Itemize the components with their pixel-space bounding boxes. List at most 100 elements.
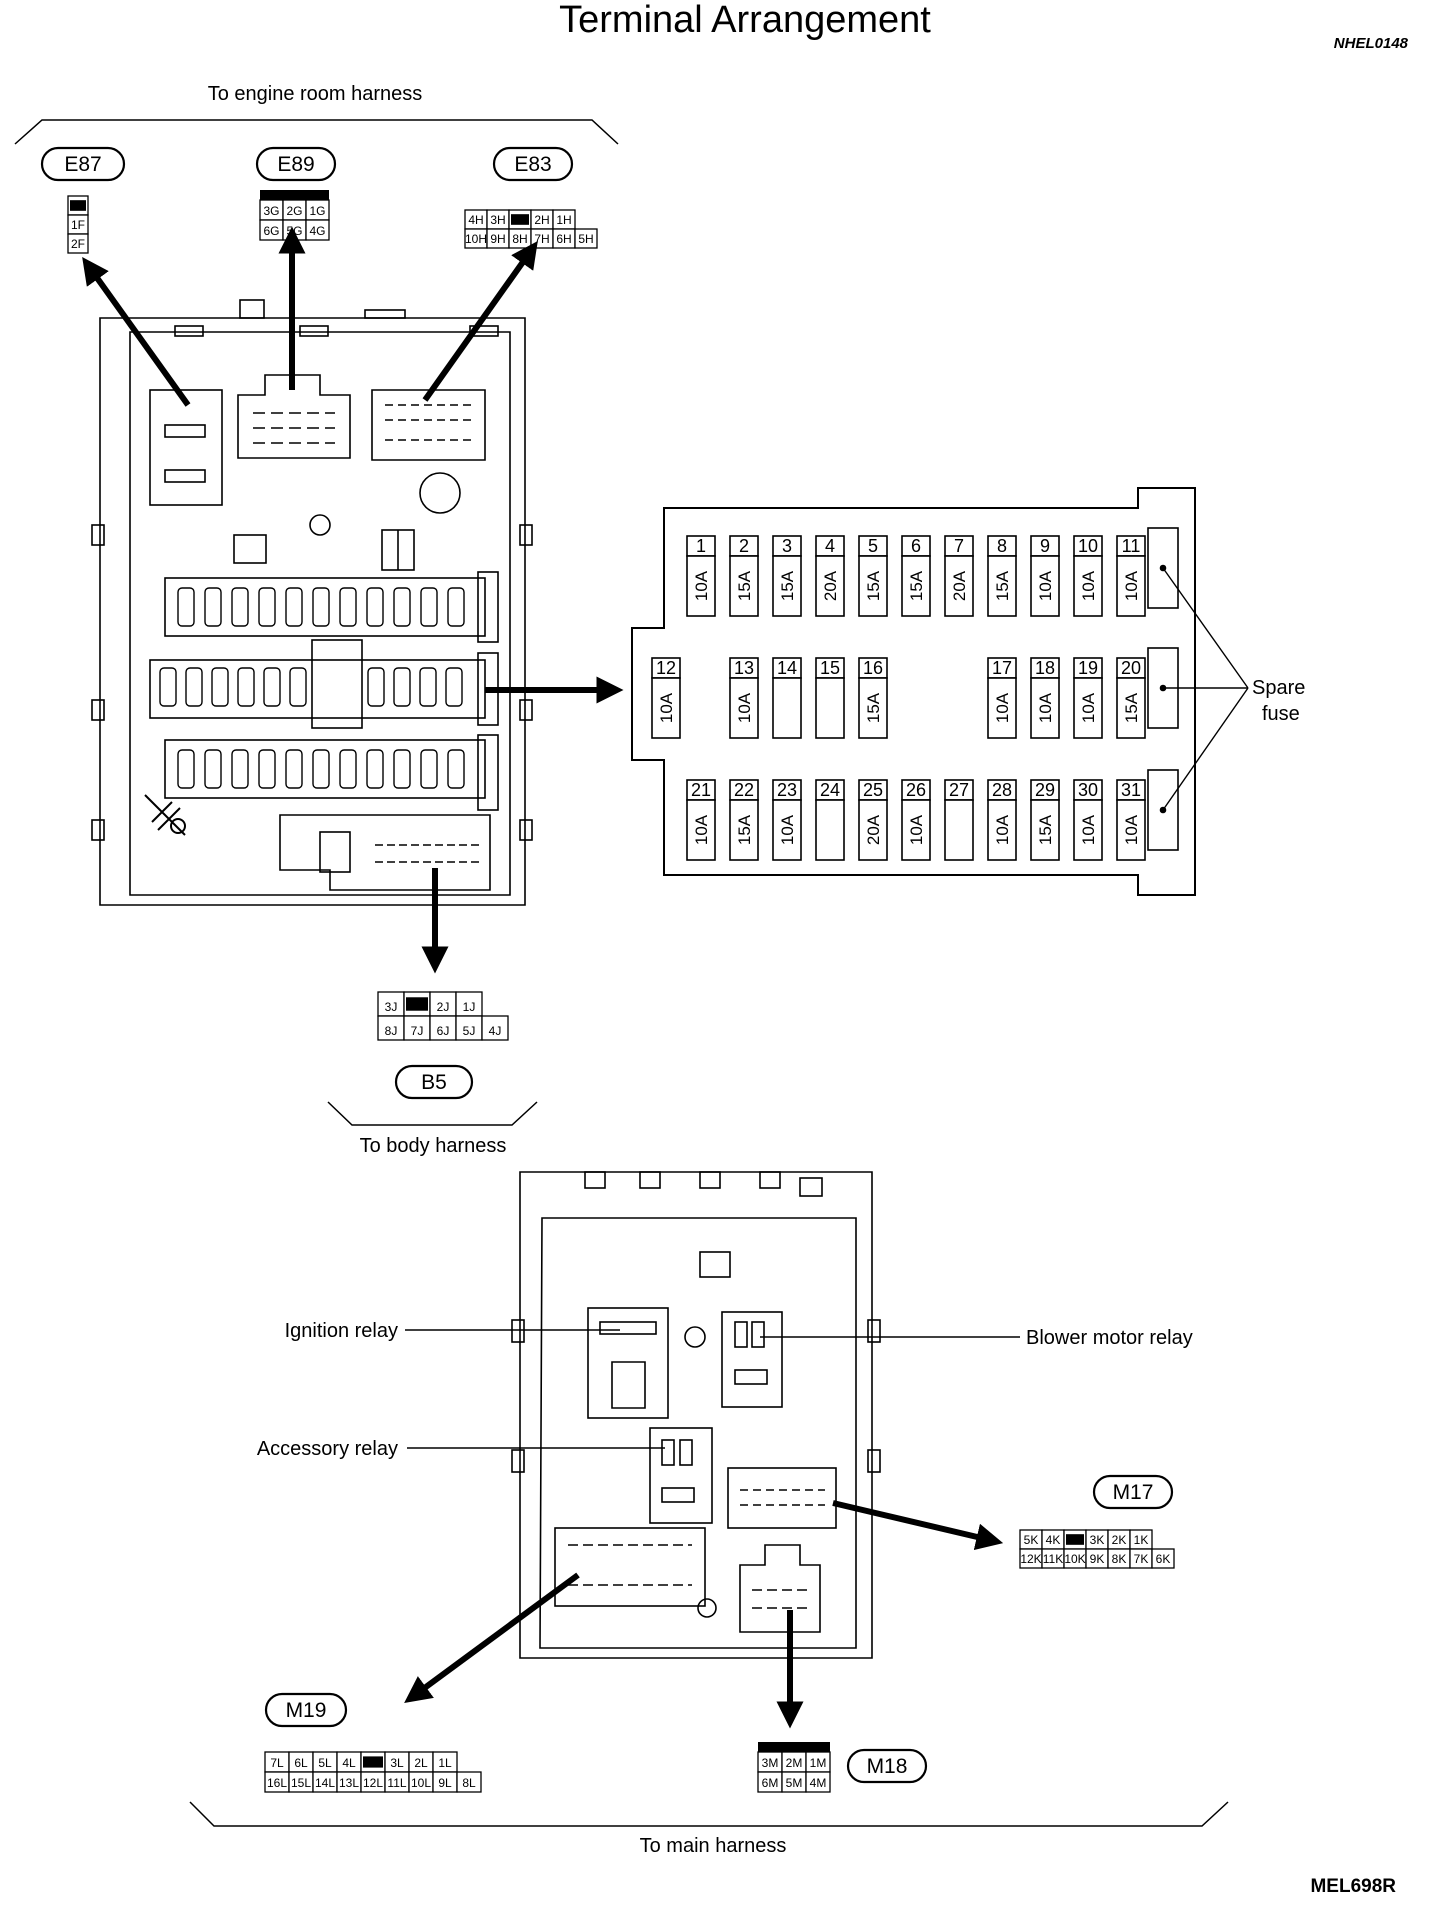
- fuse-number: 10: [1078, 536, 1098, 556]
- pin-label: 2K: [1112, 1533, 1127, 1547]
- svg-text:E87: E87: [64, 153, 101, 176]
- svg-text:M19: M19: [286, 1699, 327, 1722]
- fuse-cell: 14: [772, 657, 802, 739]
- fuse-rating: 10A: [993, 692, 1012, 723]
- pin-label: 4G: [309, 224, 325, 238]
- fuse-slot: [204, 749, 222, 789]
- fuse-rating-box: [772, 799, 802, 861]
- fuse-rating: 10A: [692, 570, 711, 601]
- fuse-layout: 110A215A315A420A515A615A720A815A910A1010…: [651, 535, 1146, 861]
- relay-block-rear: [511, 1171, 881, 1659]
- reference-code-bottom: MEL698R: [1310, 1876, 1396, 1897]
- fuse-slot: [285, 587, 303, 627]
- fuse-rating: 10A: [1079, 814, 1098, 845]
- pin-label: 4L: [342, 1756, 356, 1770]
- fuse-number: 25: [863, 780, 883, 800]
- pin-label: 4J: [489, 1024, 502, 1038]
- pin-label: 5G: [286, 224, 302, 238]
- fuse-slot: [231, 749, 249, 789]
- fuse-number: 17: [992, 658, 1012, 678]
- fuse-number: 22: [734, 780, 754, 800]
- fuse-rating: 10A: [1122, 814, 1141, 845]
- pin-label: 1M: [810, 1756, 827, 1770]
- fuse-rating-box: [944, 555, 974, 617]
- fuse-rating-box: [987, 677, 1017, 739]
- pin-label: 6L: [294, 1756, 308, 1770]
- fuse-cell: 24: [815, 779, 845, 861]
- pin-label: 9L: [438, 1776, 452, 1790]
- key-marker: [1066, 1534, 1084, 1545]
- pin-cell: [1151, 1548, 1175, 1569]
- fuse-slot: [312, 749, 330, 789]
- fuse-slot: [231, 587, 249, 627]
- key-marker: [511, 214, 529, 225]
- pin-label: 3H: [490, 213, 505, 227]
- fuse-slot: [258, 587, 276, 627]
- pin-label: 9K: [1090, 1552, 1105, 1566]
- pin-label: 7J: [411, 1024, 424, 1038]
- pin-label: 6M: [762, 1776, 779, 1790]
- fuse-slot: [366, 587, 384, 627]
- spare-fuse-label-line1: Spare: [1252, 677, 1305, 699]
- pin-label: 11K: [1043, 1552, 1063, 1566]
- pin-label: 10L: [411, 1776, 431, 1790]
- fuse-rating: 15A: [864, 692, 883, 723]
- pin-label: 6K: [1156, 1552, 1171, 1566]
- fuse-number: 28: [992, 780, 1012, 800]
- pin-label: 4M: [810, 1776, 827, 1790]
- fuse-rating: 20A: [821, 570, 840, 601]
- fuse-rating: 10A: [735, 692, 754, 723]
- fuse-panel-outline: [631, 487, 1196, 896]
- pin-cell: [429, 1015, 457, 1041]
- fuse-number: 19: [1078, 658, 1098, 678]
- fuse-number: 4: [825, 536, 835, 556]
- body-harness-bracket: [327, 1101, 538, 1126]
- fuse-rating-box: [1073, 799, 1103, 861]
- fuse-rating: 15A: [735, 814, 754, 845]
- pin-label: 1J: [463, 1000, 476, 1014]
- fuse-slot: [237, 667, 255, 707]
- pin-label: 5M: [786, 1776, 803, 1790]
- fuse-slot: [211, 667, 229, 707]
- pin-label: 2L: [414, 1756, 428, 1770]
- fuse-rating-box: [1073, 677, 1103, 739]
- fuse-slot: [447, 749, 465, 789]
- fuse-rating: 10A: [993, 814, 1012, 845]
- fuse-rating: 15A: [993, 570, 1012, 601]
- fuse-rating-box: [944, 799, 974, 861]
- fuse-slot: [366, 749, 384, 789]
- pin-label: 8L: [462, 1776, 476, 1790]
- engine-harness-bracket: [14, 119, 619, 145]
- pin-cell: [429, 991, 457, 1017]
- fuse-rating-box: [772, 555, 802, 617]
- fuse-number: 3: [782, 536, 792, 556]
- fuse-slot: [285, 749, 303, 789]
- pin-label: 2H: [534, 213, 549, 227]
- fuse-rating-box: [1030, 677, 1060, 739]
- fuse-slot: [177, 749, 195, 789]
- pin-label: 3M: [762, 1756, 779, 1770]
- fuse-rating-box: [858, 677, 888, 739]
- fuse-slot: [420, 749, 438, 789]
- fuse-rating: 10A: [907, 814, 926, 845]
- pin-label: 10K: [1064, 1552, 1085, 1566]
- main-harness-bracket: [189, 1801, 1229, 1827]
- fuse-rating-box: [1030, 555, 1060, 617]
- fuse-rating: 15A: [907, 570, 926, 601]
- fuse-rating-box: [1116, 677, 1146, 739]
- fuse-rating-box: [815, 799, 845, 861]
- pin-label: 8J: [385, 1024, 398, 1038]
- key-marker: [70, 200, 86, 211]
- pin-label: 1L: [438, 1756, 452, 1770]
